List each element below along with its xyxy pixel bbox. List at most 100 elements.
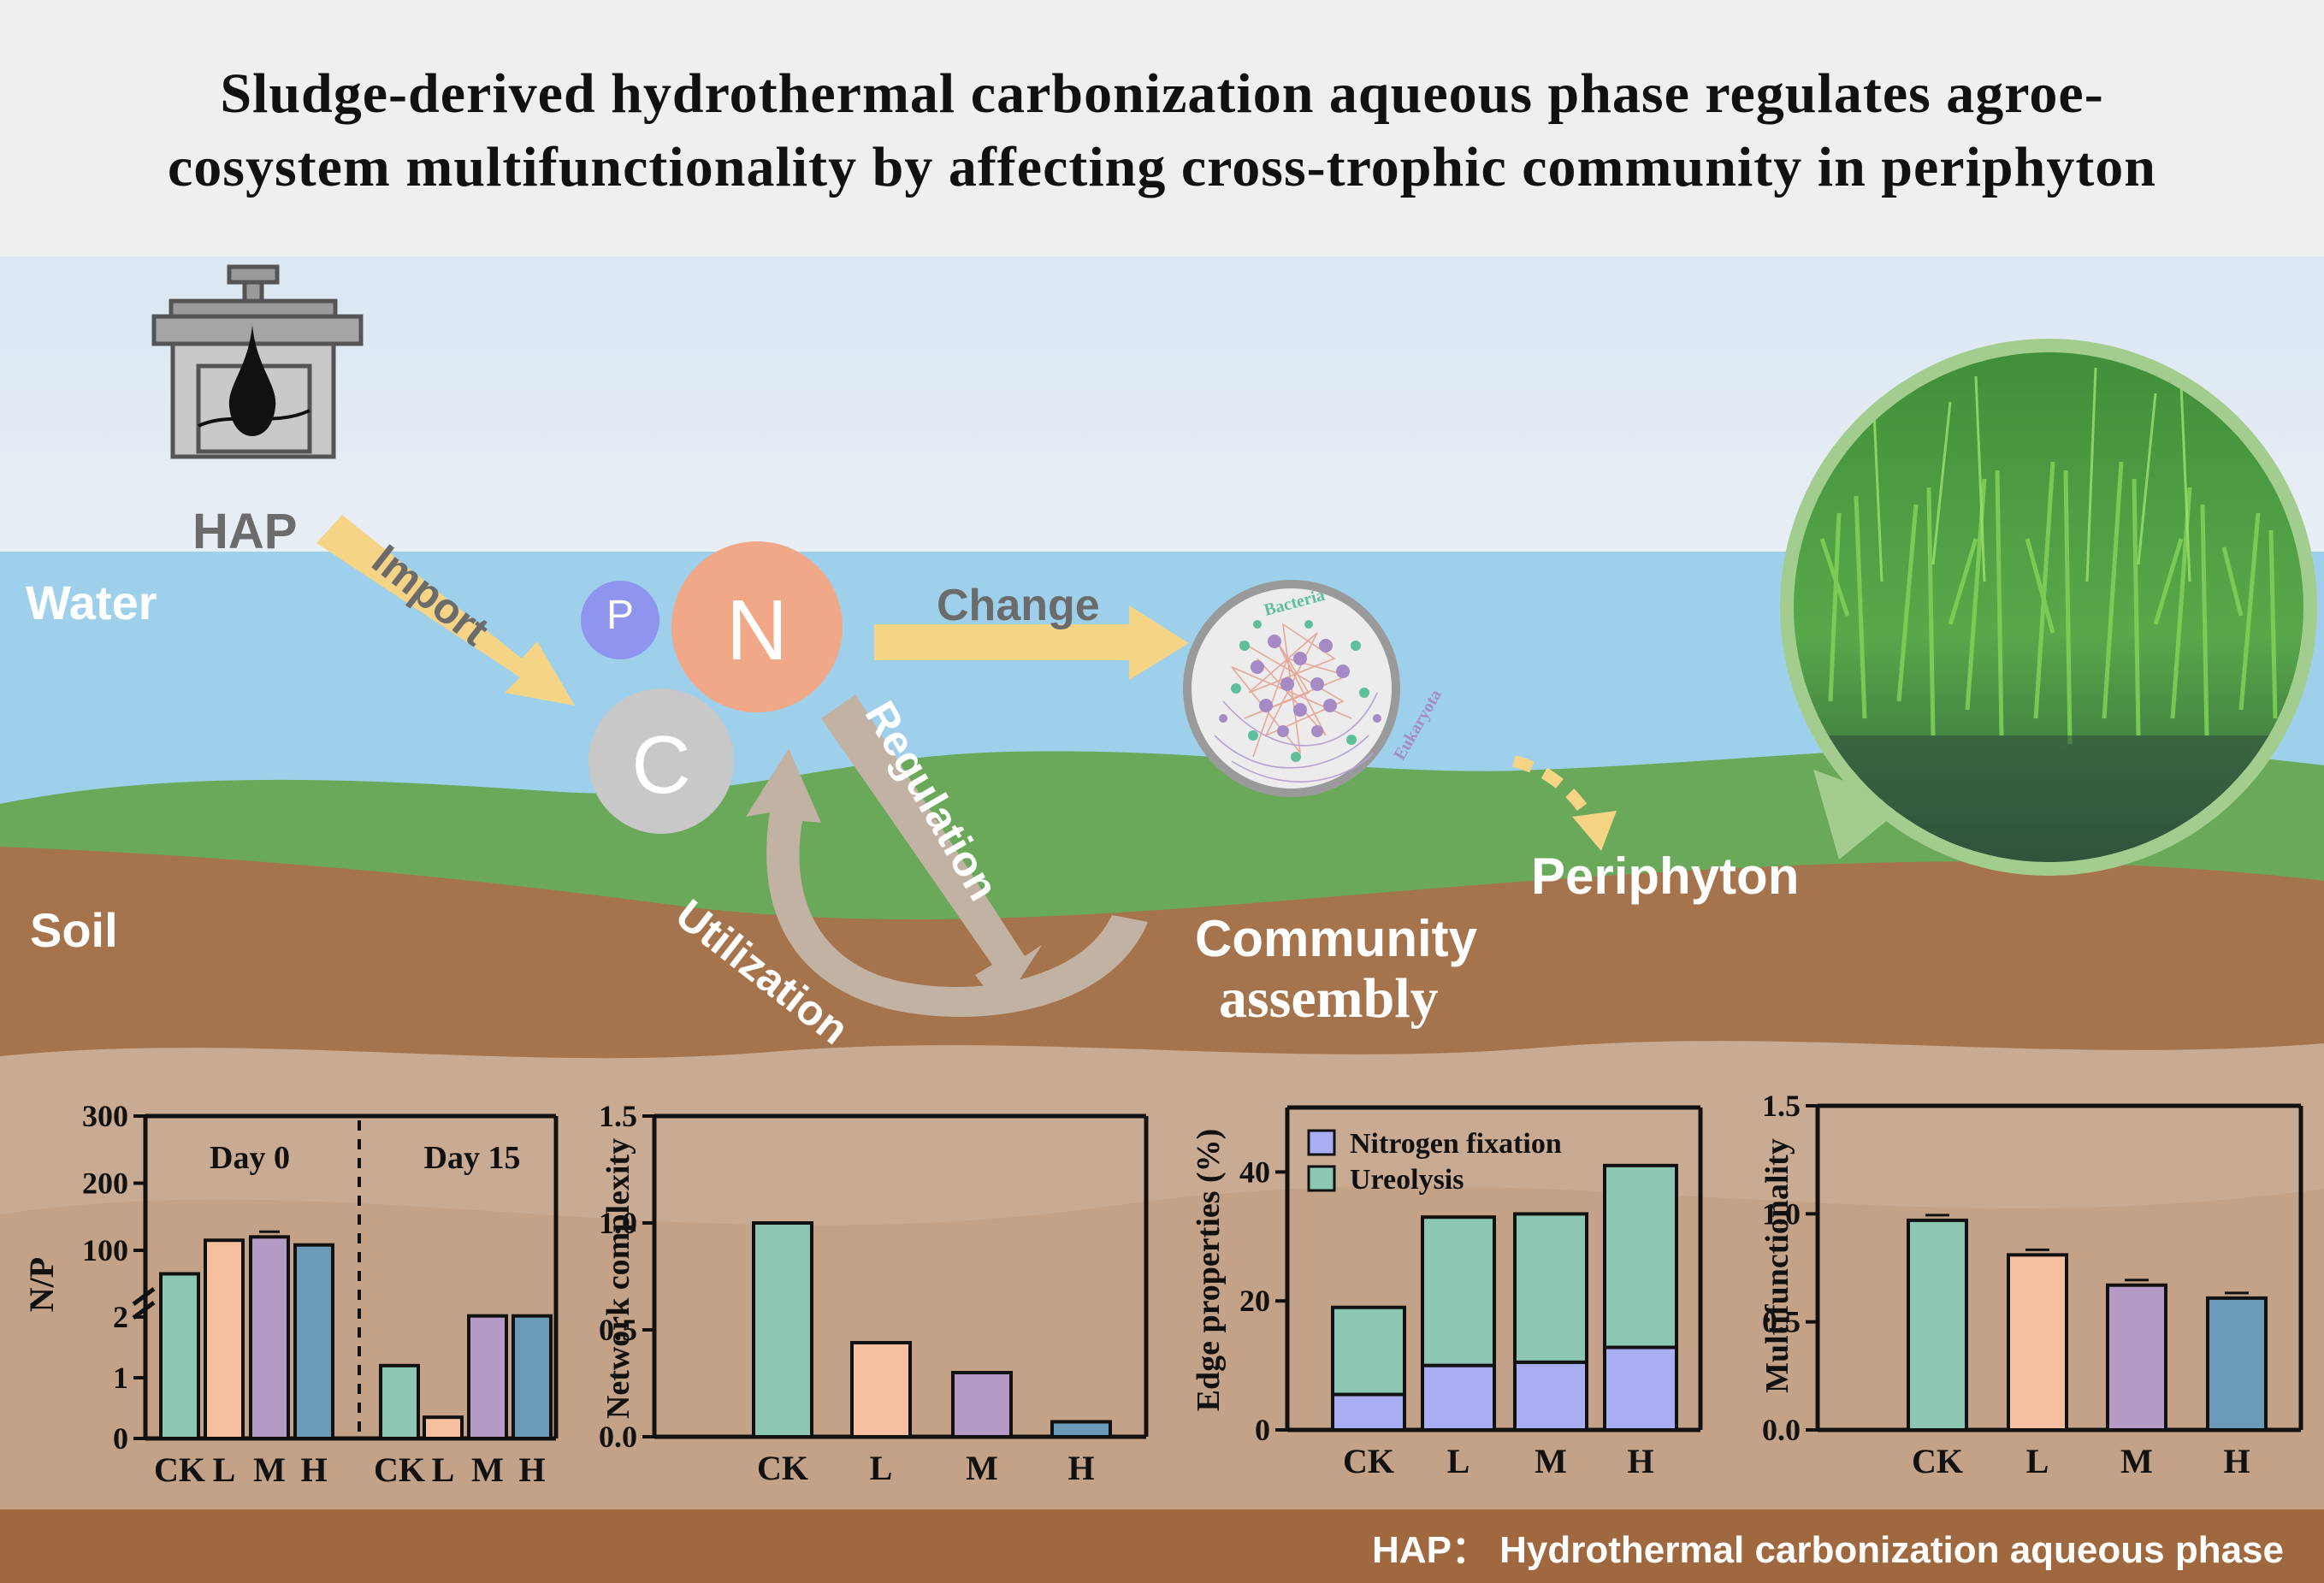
soil-label: Soil: [30, 903, 118, 957]
x-tick-label: L: [2026, 1442, 2049, 1480]
periphyton-arrowhead: [1572, 811, 1617, 851]
bar-h-ureolysis: [1603, 1163, 1678, 1350]
periphyton-label: Periphyton: [1531, 848, 1800, 905]
y-tick-label: 0.0: [1762, 1413, 1801, 1447]
group-label-day0: Day 0: [210, 1140, 290, 1176]
y-tick-label: 1.5: [1762, 1089, 1801, 1123]
rice-field-inset: [1780, 339, 2317, 876]
legend-label: Ureolysis: [1350, 1164, 1464, 1196]
title-line-2: cosystem multifunctionality by affecting…: [168, 136, 2156, 198]
title-line-1: Sludge-derived hydrothermal carbonizatio…: [220, 62, 2104, 125]
bar-h-day15: [512, 1314, 553, 1440]
y-tick-label: 0.5: [599, 1313, 637, 1347]
y-tick-label: 1.0: [1762, 1196, 1801, 1231]
x-tick-label: L: [213, 1450, 236, 1489]
x-tick-label: M: [2120, 1442, 2153, 1480]
x-tick-label: M: [1535, 1442, 1567, 1480]
change-arrow: [874, 605, 1189, 680]
x-tick-label: H: [518, 1450, 545, 1489]
assembly-label: assembly: [1219, 967, 1439, 1030]
y-tick-label: 0: [1255, 1413, 1270, 1447]
y-tick-label: 1.0: [599, 1206, 637, 1240]
hap-label: HAP: [192, 504, 298, 559]
bar-l-day15: [423, 1415, 464, 1441]
legend-swatch: [1307, 1129, 1336, 1156]
network-nodes: [1219, 620, 1381, 762]
y-axis-label: Multifunctionality: [1759, 1138, 1795, 1393]
y-tick-label: 0.5: [1762, 1305, 1801, 1339]
p-circle: [581, 581, 659, 659]
x-tick-label: M: [253, 1450, 286, 1489]
x-tick-label: CK: [374, 1450, 425, 1489]
bar-ck-day0: [159, 1272, 200, 1440]
legend-label: Nitrogen fixation: [1350, 1128, 1562, 1160]
utilization-arrow: [746, 748, 1148, 1017]
bar-ck-day15: [379, 1363, 420, 1441]
bar-l-nitrogen-fixation: [1421, 1363, 1496, 1432]
n-label: N: [725, 582, 789, 678]
n-circle: [671, 541, 843, 712]
y-tick-label: 100: [82, 1233, 128, 1267]
import-arrow: [316, 515, 575, 706]
bar-m: [951, 1371, 1013, 1438]
y-tick-label: 200: [82, 1167, 128, 1201]
bar-l: [2007, 1253, 2068, 1432]
x-tick-label: CK: [154, 1450, 205, 1489]
x-tick-label: M: [966, 1449, 998, 1487]
p-label: P: [606, 593, 634, 638]
y-axis-label: Edge properties (%): [1191, 1129, 1227, 1412]
bar-m-nitrogen-fixation: [1513, 1360, 1588, 1432]
y-tick-label: 0.0: [599, 1420, 637, 1454]
bar-ck-ureolysis: [1331, 1305, 1406, 1397]
y-tick-label: 300: [82, 1099, 128, 1133]
bar-m-ureolysis: [1513, 1212, 1588, 1364]
legend-swatch: [1307, 1165, 1336, 1192]
x-tick-label: L: [432, 1450, 455, 1489]
landscape-scene: Bacteria Eukaryota: [0, 257, 2324, 1583]
c-label: C: [631, 719, 691, 811]
x-tick-label: H: [1067, 1449, 1094, 1487]
group-label-day15: Day 15: [424, 1140, 521, 1176]
bar-h-day0: [293, 1243, 334, 1440]
bar-m: [2106, 1283, 2167, 1432]
x-tick-label: M: [471, 1450, 504, 1489]
bar-l: [850, 1341, 912, 1438]
footnote: HAP： Hydrothermal carbonization aqueous …: [1372, 1529, 2284, 1571]
axis-break-mark: [132, 1287, 156, 1306]
rice-blades: [1819, 461, 2278, 745]
bar-ck: [752, 1221, 813, 1438]
bar-m-day15: [467, 1314, 508, 1440]
lower-soil-wave: [0, 1186, 2324, 1518]
bar-h: [2206, 1296, 2268, 1432]
bar-l-ureolysis: [1421, 1215, 1496, 1367]
x-tick-label: CK: [1912, 1442, 1963, 1480]
y-tick-label: 0: [113, 1421, 128, 1456]
bar-ck-nitrogen-fixation: [1331, 1392, 1406, 1432]
community-label: Community: [1195, 910, 1477, 967]
c-circle: [588, 688, 734, 834]
regulation-arrow: [821, 694, 1042, 1009]
x-tick-label: CK: [1343, 1442, 1394, 1480]
y-tick-label: 20: [1239, 1284, 1270, 1318]
bar-ck: [1907, 1218, 1968, 1432]
x-tick-label: CK: [757, 1449, 808, 1487]
water-label: Water: [26, 576, 157, 629]
title-band: Sludge-derived hydrothermal carbonizatio…: [0, 0, 2324, 257]
x-tick-label: H: [1627, 1442, 1653, 1480]
footnote-strip: [0, 1509, 2324, 1583]
network-edges-eukaryota: [1214, 692, 1378, 783]
y-tick-label: 1.5: [599, 1099, 637, 1133]
bar-m-day0: [249, 1235, 290, 1441]
y-axis-label: N/P: [22, 1257, 61, 1312]
x-tick-label: H: [2223, 1442, 2250, 1480]
chart-multifunctionality: 0.0 0.5 1.0 1.5CK L M H Multifunctionality: [1759, 1089, 2303, 1480]
x-tick-label: H: [300, 1450, 327, 1489]
y-axis-label: Network complexity: [600, 1138, 636, 1419]
reactor-icon: [151, 264, 364, 459]
change-label: Change: [937, 581, 1100, 630]
y-tick-label: 1: [113, 1361, 128, 1395]
x-tick-label: L: [1447, 1442, 1470, 1480]
